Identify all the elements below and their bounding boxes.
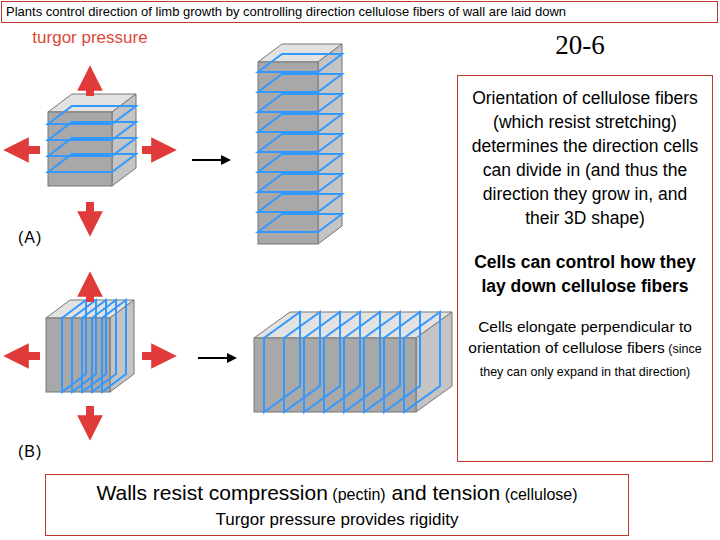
box-text: and tension [392, 481, 501, 504]
panel-label: (A) [18, 229, 68, 247]
summary-box: Walls resist compression (pectin) and tens… [45, 474, 629, 536]
text-paragraph: Cells elongate perpendicular to orientat… [466, 316, 704, 383]
cube-b [46, 300, 134, 392]
transition-arrow [198, 357, 232, 359]
text-paragraph: Turgor pressure provides rigidity [52, 509, 622, 531]
text-paragraph: Walls resist compression (pectin) and tens… [52, 479, 622, 509]
figure-number: 20-6 [520, 30, 640, 60]
text-paragraph: Orientation of cellulose fibers (which r… [466, 86, 704, 230]
elongated-cell-b [254, 312, 452, 412]
pressure-label: turgor pressure [30, 28, 150, 47]
box-text: (cellulose) [505, 486, 578, 503]
transition-arrow [192, 159, 226, 161]
box-text: Orientation of cellulose fibers (which r… [472, 88, 699, 228]
box-text: Cells elongate perpendicular to orientat… [468, 318, 692, 356]
cube-a [48, 94, 136, 186]
turgor-arrows-a [16, 78, 164, 224]
box-text: (pectin) [332, 486, 385, 503]
box-text: Turgor pressure provides rigidity [215, 510, 458, 529]
panel-label: (B) [18, 443, 68, 461]
box-text: Walls resist compression [96, 481, 327, 504]
turgor-arrows-b [16, 284, 164, 428]
slide-title: Plants control direction of limb growth … [1, 1, 718, 23]
elongated-cell-a [258, 44, 342, 244]
box-text: Cells can control how they lay down cell… [474, 252, 696, 296]
text-paragraph: Cells can control how they lay down cell… [466, 250, 704, 298]
explanation-box: Orientation of cellulose fibers (which r… [457, 75, 713, 462]
